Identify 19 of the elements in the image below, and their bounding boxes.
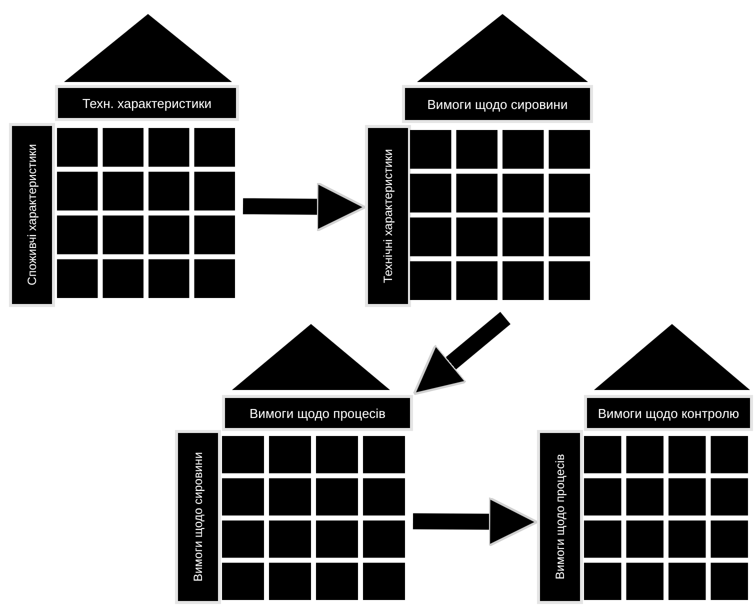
matrix-grid [410, 130, 590, 300]
roof-triangle [230, 322, 392, 392]
block-arrow [412, 496, 538, 547]
side-label-box: Вимоги щодо сировини [178, 433, 218, 601]
side-label-box: Технічні характеристики [368, 128, 408, 304]
roof-triangle [415, 12, 590, 84]
matrix-grid [584, 436, 748, 600]
side-label-box: Вимоги щодо процесів [540, 433, 580, 601]
roof-triangle [592, 322, 752, 392]
side-label-box: Споживчі характеристики [12, 126, 52, 304]
header-label-box: Вимоги щодо контролю [587, 398, 750, 428]
header-label-box: Вимоги щодо процесів [225, 398, 410, 428]
block-arrow [242, 182, 366, 232]
block-arrow [412, 312, 510, 396]
matrix-grid [222, 436, 405, 600]
matrix-grid [57, 128, 235, 298]
header-label-box: Техн. характеристики [58, 88, 236, 118]
header-label-box: Вимоги щодо сировини [405, 88, 590, 120]
roof-triangle [62, 12, 234, 84]
